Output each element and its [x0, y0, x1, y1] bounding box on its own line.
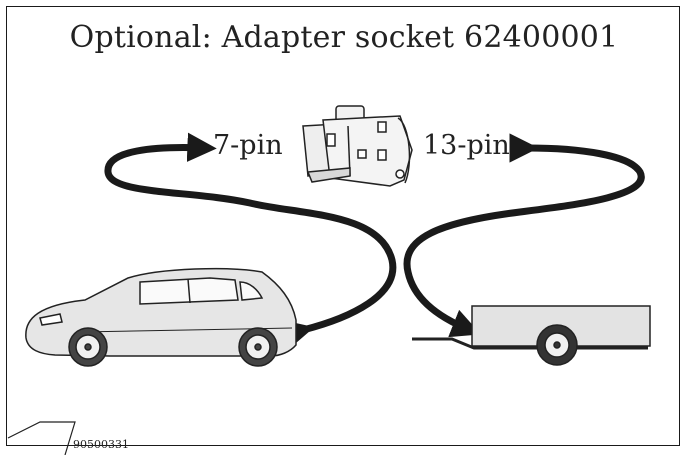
thirteen-pin-label: 13-pin [423, 130, 510, 161]
left-cable-arrow [104, 132, 397, 349]
seven-pin-label: 7-pin [213, 130, 283, 161]
trailer-icon [412, 305, 651, 366]
car-icon [25, 267, 297, 367]
diagram-frame [6, 6, 680, 446]
right-cable-arrow [403, 133, 645, 338]
reference-code: 90500331 [73, 438, 129, 451]
diagram-title: Optional: Adapter socket 62400001 [69, 20, 619, 55]
adapter-socket-icon [302, 105, 413, 187]
reference-corner-mark [7, 421, 76, 455]
